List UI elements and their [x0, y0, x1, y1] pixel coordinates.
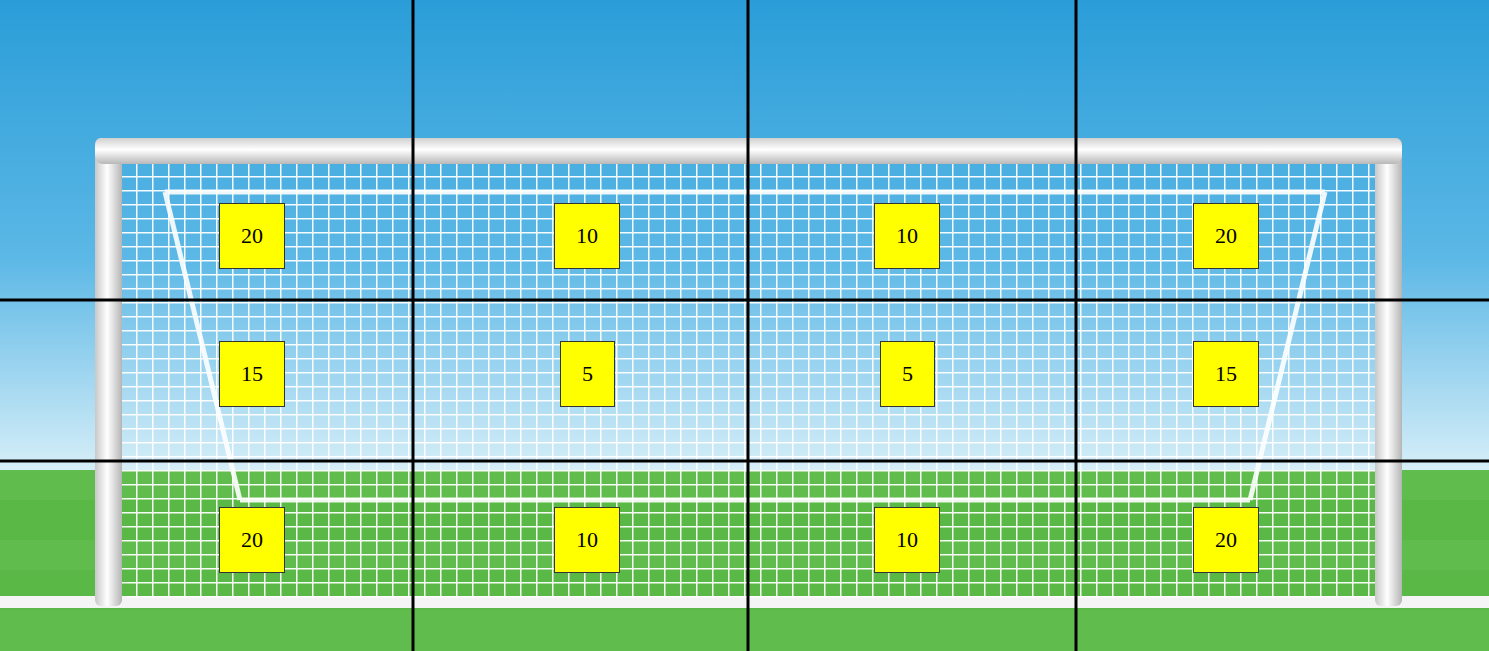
score-value: 10 [576, 223, 598, 249]
score-value: 20 [1215, 223, 1237, 249]
score-box: 20 [219, 203, 285, 269]
score-value: 5 [902, 361, 913, 387]
score-value: 20 [241, 527, 263, 553]
right-post [1375, 138, 1402, 606]
score-box: 15 [1193, 341, 1259, 407]
score-box: 20 [1193, 507, 1259, 573]
score-value: 20 [1215, 527, 1237, 553]
score-box: 10 [554, 203, 620, 269]
score-box: 15 [219, 341, 285, 407]
net-frame [165, 192, 1325, 500]
score-box: 5 [560, 341, 615, 407]
score-value: 15 [241, 361, 263, 387]
score-value: 10 [896, 527, 918, 553]
score-box: 10 [874, 203, 940, 269]
score-value: 10 [896, 223, 918, 249]
score-box: 5 [880, 341, 935, 407]
score-value: 10 [576, 527, 598, 553]
score-value: 15 [1215, 361, 1237, 387]
left-post [95, 138, 122, 606]
score-box: 20 [1193, 203, 1259, 269]
score-value: 5 [582, 361, 593, 387]
score-box: 10 [874, 507, 940, 573]
score-box: 20 [219, 507, 285, 573]
score-box: 10 [554, 507, 620, 573]
score-value: 20 [241, 223, 263, 249]
